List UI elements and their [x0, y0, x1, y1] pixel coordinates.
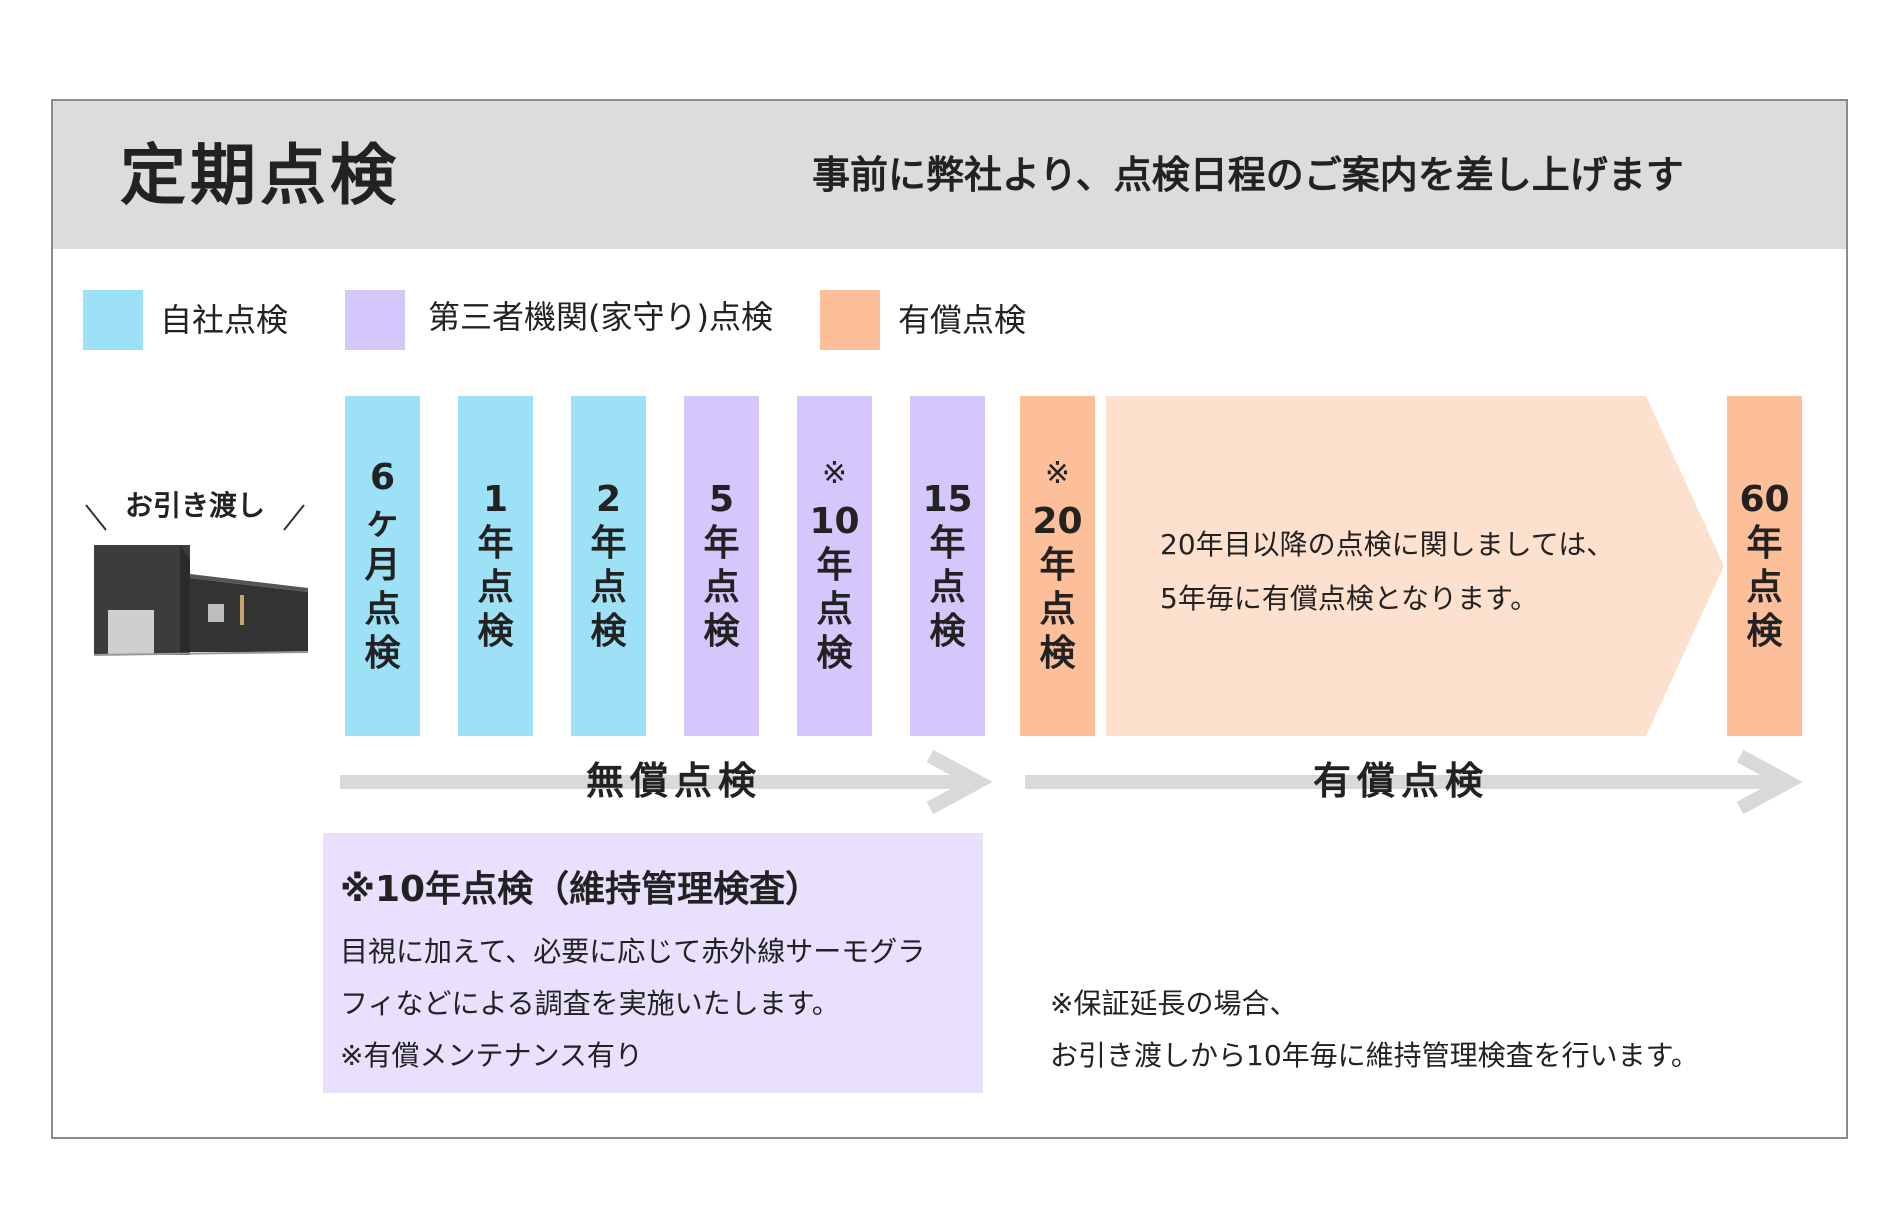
inspection-20-year-mark: ※	[1044, 456, 1071, 491]
inspection-60-year-line: 点	[1746, 567, 1783, 608]
legend-label-self: 自社点検	[160, 301, 289, 339]
inspection-10-year-mark: ※	[821, 456, 848, 491]
inspection-60-year-line: 60	[1739, 479, 1790, 520]
ten-year-note-line2: フィなどによる調査を実施いたします。	[340, 987, 840, 1020]
inspection-20-year-line: 20	[1032, 501, 1083, 542]
inspection-60-year-line: 検	[1746, 611, 1783, 652]
inspection-1-year-line: 年	[477, 523, 514, 564]
inspection-5-year: 5 年 点 検	[684, 396, 759, 736]
inspection-6-months-line: ヶ	[364, 501, 401, 542]
inspection-10-year-line: 10	[809, 501, 860, 542]
inspection-20-year-line: 検	[1039, 633, 1076, 674]
inspection-5-year-line: 5	[708, 479, 735, 520]
inspection-15-year-line: 検	[929, 611, 966, 652]
inspection-5-year-line: 点	[703, 567, 740, 608]
inspection-15-year-line: 年	[929, 523, 966, 564]
inspection-1-year: 1 年 点 検	[458, 396, 533, 736]
inspection-2-year: 2 年 点 検	[571, 396, 646, 736]
page-subtitle: 事前に弊社より、点検日程のご案内を差し上げます	[812, 153, 1684, 197]
inspection-15-year-line: 点	[929, 567, 966, 608]
house-garage-door	[108, 610, 154, 655]
free-phase-arrow-head	[926, 749, 993, 815]
inspection-6-months-line: 点	[364, 589, 401, 630]
paid-arrow-text-line1: 20年目以降の点検に関しましては、	[1160, 528, 1615, 561]
inspection-20-year-line: 年	[1039, 545, 1076, 586]
inspection-10-year-line: 検	[816, 633, 853, 674]
paid-phase-arrow-head	[1736, 749, 1803, 815]
paid-phase-label: 有償点検	[1313, 759, 1490, 803]
house-low-block	[190, 578, 308, 652]
free-phase-label: 無償点検	[586, 759, 763, 803]
inspection-20-year: ※ 20 年 点 検	[1020, 396, 1095, 736]
warranty-note-line1: ※保証延長の場合、	[1050, 987, 1298, 1020]
inspection-1-year-line: 1	[482, 479, 509, 520]
inspection-6-months-line: 検	[364, 633, 401, 674]
warranty-note-line2: お引き渡しから10年毎に維持管理検査を行います。	[1050, 1039, 1699, 1072]
inspection-10-year: ※ 10 年 点 検	[797, 396, 872, 736]
inspection-2-year-line: 検	[590, 611, 627, 652]
header-band	[53, 101, 1846, 249]
legend-swatch-self	[83, 290, 143, 350]
inspection-15-year-line: 15	[922, 479, 973, 520]
inspection-20-year-line: 点	[1039, 589, 1076, 630]
inspection-2-year-line: 2	[595, 479, 622, 520]
inspection-5-year-line: 年	[703, 523, 740, 564]
ten-year-note-box	[323, 833, 983, 1093]
inspection-6-months-line: 6	[369, 457, 396, 498]
inspection-5-year-line: 検	[703, 611, 740, 652]
legend-label-paid: 有償点検	[898, 301, 1027, 339]
legend-swatch-third-party	[345, 290, 405, 350]
ten-year-note-line3: ※有償メンテナンス有り	[340, 1039, 643, 1072]
ten-year-note-line1: 目視に加えて、必要に応じて赤外線サーモグラ	[340, 935, 926, 968]
inspection-60-year: 60 年 点 検	[1727, 396, 1802, 736]
accent-line-left	[85, 504, 107, 531]
legend-swatch-paid	[820, 290, 880, 350]
legend-label-third-party: 第三者機関(家守り)点検	[428, 298, 773, 336]
ten-year-note-title: ※10年点検（維持管理検査）	[340, 869, 822, 910]
inspection-6-months: 6 ヶ 月 点 検	[345, 396, 420, 736]
inspection-1-year-line: 点	[477, 567, 514, 608]
accent-line-right	[283, 504, 305, 531]
handover-label: お引き渡し	[125, 489, 266, 522]
inspection-10-year-line: 年	[816, 545, 853, 586]
inspection-10-year-line: 点	[816, 589, 853, 630]
inspection-1-year-line: 検	[477, 611, 514, 652]
paid-arrow-text-line2: 5年毎に有償点検となります。	[1160, 582, 1539, 615]
inspection-60-year-line: 年	[1746, 523, 1783, 564]
page-title: 定期点検	[120, 137, 400, 214]
inspection-15-year: 15 年 点 検	[910, 396, 985, 736]
house-window	[208, 604, 224, 622]
inspection-2-year-line: 点	[590, 567, 627, 608]
inspection-6-months-line: 月	[364, 545, 401, 586]
inspection-2-year-line: 年	[590, 523, 627, 564]
